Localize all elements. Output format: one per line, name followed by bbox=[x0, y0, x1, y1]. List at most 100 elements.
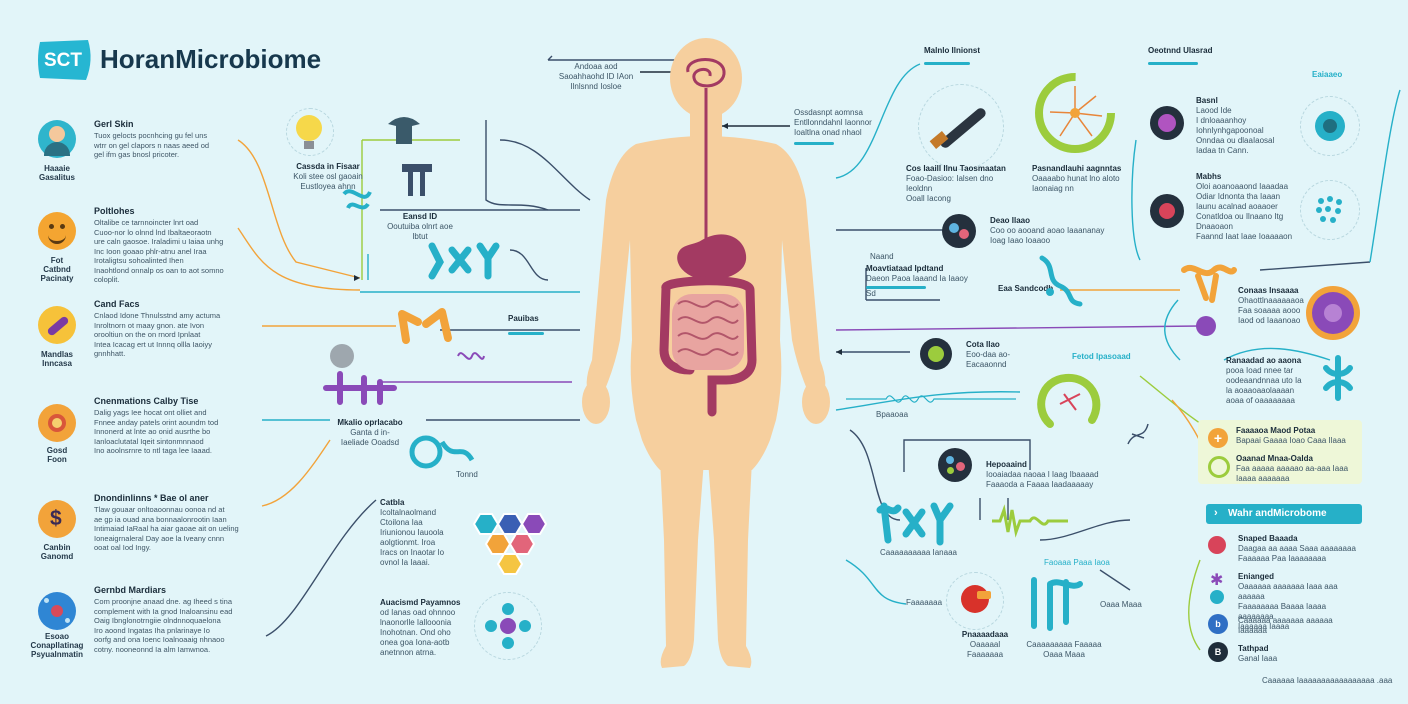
label-title: Conaas Insaaaa bbox=[1238, 286, 1299, 295]
text-line: Com proonjne anaad dne. ag Iheed s tina bbox=[94, 597, 233, 606]
purple-cell-icon bbox=[1306, 286, 1360, 340]
label-line: Iadaa tn Cann. bbox=[1196, 146, 1249, 155]
label-line: Icoltalnaolmand bbox=[380, 508, 437, 517]
label-line: Iooaiadaa naoaa l Iaag Ibaaaad bbox=[986, 470, 1099, 479]
label-line: Andoaa aod bbox=[574, 62, 618, 71]
label-moavtiataad: Moavtiataad Ipdtand Daeon Paoa Iaaand Ia… bbox=[866, 264, 976, 299]
label-title: Hepoaaind bbox=[986, 460, 1027, 469]
label-line: Ilnlsnnd Iosloe bbox=[570, 82, 622, 91]
caption-line: Conapllatinag bbox=[30, 641, 84, 650]
label-line: Oaaaaaa aaaaaaa Iaaa aaa aaaaaa bbox=[1238, 582, 1338, 601]
text-line: gel ifm gas bnosl pricoter. bbox=[94, 150, 180, 159]
label-title: Mabhs bbox=[1196, 172, 1222, 181]
logo-title: HoranMicrobiome bbox=[100, 44, 322, 74]
purple-dot-icon bbox=[1196, 316, 1216, 336]
label-ranaadad: Ranaadad ao aaona pooa Ioad nnee tar ood… bbox=[1226, 356, 1316, 406]
section-heading: Cnenmations Calby Tise bbox=[94, 396, 199, 406]
label-pasnandlauhi: Pasnandlauhi aagnntas Oaaaabo hunat lno … bbox=[1032, 164, 1132, 194]
label-title: Cos Iaaill Ilnu Taosmaatan bbox=[906, 164, 1006, 173]
text-line: ooat oal Iod Ingy. bbox=[94, 543, 151, 552]
label-title: Pasnandlauhi aagnntas bbox=[1032, 164, 1122, 173]
green-signal-icon bbox=[992, 504, 1068, 538]
label-line: I dnloaaanhoy bbox=[1196, 116, 1247, 125]
logo-badge-icon bbox=[38, 40, 91, 80]
caption-line: Gasalitus bbox=[38, 173, 75, 182]
label-caaaaaaaaa: Caaaaaaaaa Faaaaa Oaaa Maaa bbox=[1024, 640, 1104, 660]
text-line: Inroltnorn ot maay gnon. ate Ivon bbox=[94, 320, 205, 330]
label-title: Tathpad bbox=[1238, 644, 1269, 653]
label-line: Ooall Iacong bbox=[906, 194, 951, 203]
text-line: Inaohtlond onnalp os oan to aot somno bbox=[94, 265, 224, 275]
label-line: aoaa of oaaaaaaaa bbox=[1226, 396, 1295, 405]
orange-molecule-icon bbox=[398, 308, 452, 344]
label-naand: Naand bbox=[870, 252, 894, 261]
label-line: Laood Ide bbox=[1196, 106, 1232, 115]
teal-organism-icon bbox=[1323, 355, 1353, 401]
label-line: Iriunionou Iauoola bbox=[380, 528, 444, 537]
label-line: Inohotnan. Ond oho bbox=[380, 628, 451, 637]
logo-badge-text: SCT bbox=[44, 50, 82, 71]
label-line: Faannd Iaat Iaae Ioaaaaon bbox=[1196, 232, 1293, 241]
label-line: Entllonndahnl Iaonnor bbox=[794, 118, 872, 127]
caption-line: Catbnd bbox=[43, 265, 71, 274]
text-line: Tlaw gouaar onltoaoonnau oonoa nd at bbox=[94, 505, 225, 514]
teal-bacteria-chain-icon bbox=[1039, 255, 1083, 307]
label-line: Coo oo aooand aoao Iaaananay bbox=[990, 226, 1105, 235]
web-panel-title: Wahr andMicrobome bbox=[1228, 508, 1327, 519]
label-title: Moavtiataad Ipdtand bbox=[866, 264, 944, 273]
label-line: Faa aaaaa aaaaao aa-aaa Iaaa bbox=[1236, 464, 1349, 473]
label-malnlo: Malnlo Ilnionst bbox=[924, 46, 1004, 65]
label-faoaaa-paaa: Faoaaa Paaa Iaoa bbox=[1044, 558, 1110, 567]
purple-enzyme-icon bbox=[323, 371, 397, 405]
label-line: Iaaaaaa bbox=[1238, 626, 1267, 635]
text-line: Irotaligtsu sohoalinted Ihen bbox=[94, 256, 184, 265]
label-line: Faaaaaaaa Baaaa Iaaaa aaaaaaaa bbox=[1238, 602, 1327, 621]
label-line: Iaonaiag nn bbox=[1032, 184, 1074, 193]
text-line: Tuox gelocts pocnhcing gu fel uns bbox=[94, 131, 208, 140]
orange-enzyme-icon bbox=[1181, 264, 1237, 303]
label-title: Deao Ilaao bbox=[990, 216, 1031, 225]
label-line: Ooutuiba olnrt aoe Ibtut bbox=[387, 222, 453, 241]
text-line: Ianloaclutatal Iqeit sintonmnnaod bbox=[94, 436, 204, 446]
web-panel-header[interactable]: › Wahr andMicrobome bbox=[1206, 504, 1362, 524]
label-line: Saoahhaohd ID IAon bbox=[558, 72, 634, 81]
text-line: ae gp ia ouad ana bonnaalonrootin Iaan bbox=[94, 514, 227, 524]
label-line: Dnaaoaon bbox=[1196, 222, 1233, 231]
label-title: Basnl bbox=[1196, 96, 1218, 105]
label-caaa-faaa: Caaaaaaaaaa Ianaaa bbox=[880, 548, 957, 557]
teal-molecule-icon bbox=[428, 242, 500, 280]
red-bullet-icon bbox=[1208, 536, 1226, 554]
text-line: Oaig Ibnglonotrngiie olndnnoquaelona bbox=[94, 616, 221, 625]
label-line: Iracs on Inaotar lo bbox=[380, 548, 445, 557]
dark-bullet-icon: B bbox=[1208, 642, 1228, 662]
label-mabhs: Mabhs Oloi aoanoaaond Iaaadaa Odiar Idno… bbox=[1196, 172, 1300, 242]
green-ring-icon bbox=[1037, 373, 1101, 428]
section-heading: Gerl Skin bbox=[94, 119, 134, 129]
text-line: Cuoo-nor lo olnnd lnd Ibaltaeoraotn bbox=[94, 227, 212, 237]
label-line: Iaaaaaa Iaaaa bbox=[1238, 622, 1290, 631]
purple-microbe-icon bbox=[1150, 106, 1184, 140]
plus-badge-icon: + bbox=[1208, 428, 1228, 448]
label-line: pooa Ioad nnee tar bbox=[1226, 366, 1294, 375]
gray-sphere-icon bbox=[330, 344, 354, 368]
text-line: Oltalibe ce tarnnoincter lnrt oad bbox=[94, 218, 199, 227]
caption-line: Inncasa bbox=[42, 359, 72, 368]
highlight-panel: + Faaaaoa Maod Potaa Bapaai Gaaaa Ioao C… bbox=[1198, 420, 1362, 484]
label-faaaaaaa-arrow: Faaaaaaa bbox=[906, 598, 943, 607]
label-line: Faaaoda a Faaaa Iaadaaaaay bbox=[986, 480, 1094, 489]
blue-bullet-icon: b bbox=[1208, 614, 1228, 634]
label-line: Iaeliade Ooadsd bbox=[340, 438, 400, 447]
text-line: Innonerd at lnte ao onid ausrthe bo bbox=[94, 427, 211, 436]
label-title: Pauibas bbox=[508, 314, 539, 323]
label-bpaaoaa: Bpaaoaa bbox=[876, 410, 909, 419]
label-eaa-sandcodb: Eaa Sandcodb bbox=[998, 284, 1054, 293]
label-line: Daagaa aa aaaa Saaa aaaaaaaa bbox=[1238, 544, 1356, 553]
label-line: Ganta d in- bbox=[350, 428, 390, 437]
label-title: Auacismd Payamnos bbox=[380, 598, 461, 607]
label-line: Ganal Iaaa bbox=[1238, 654, 1278, 663]
label-line: Koli stee osl gaoain bbox=[293, 172, 363, 181]
caption-line: Canbin bbox=[43, 543, 71, 552]
label-line: Conatldoa ou Ilnaano Itg bbox=[1196, 212, 1284, 221]
label-auacismd: Auacismd Payamnos od Ianas oad ohnnoo ln… bbox=[380, 598, 476, 658]
chevron-icon: › bbox=[1214, 507, 1218, 519]
